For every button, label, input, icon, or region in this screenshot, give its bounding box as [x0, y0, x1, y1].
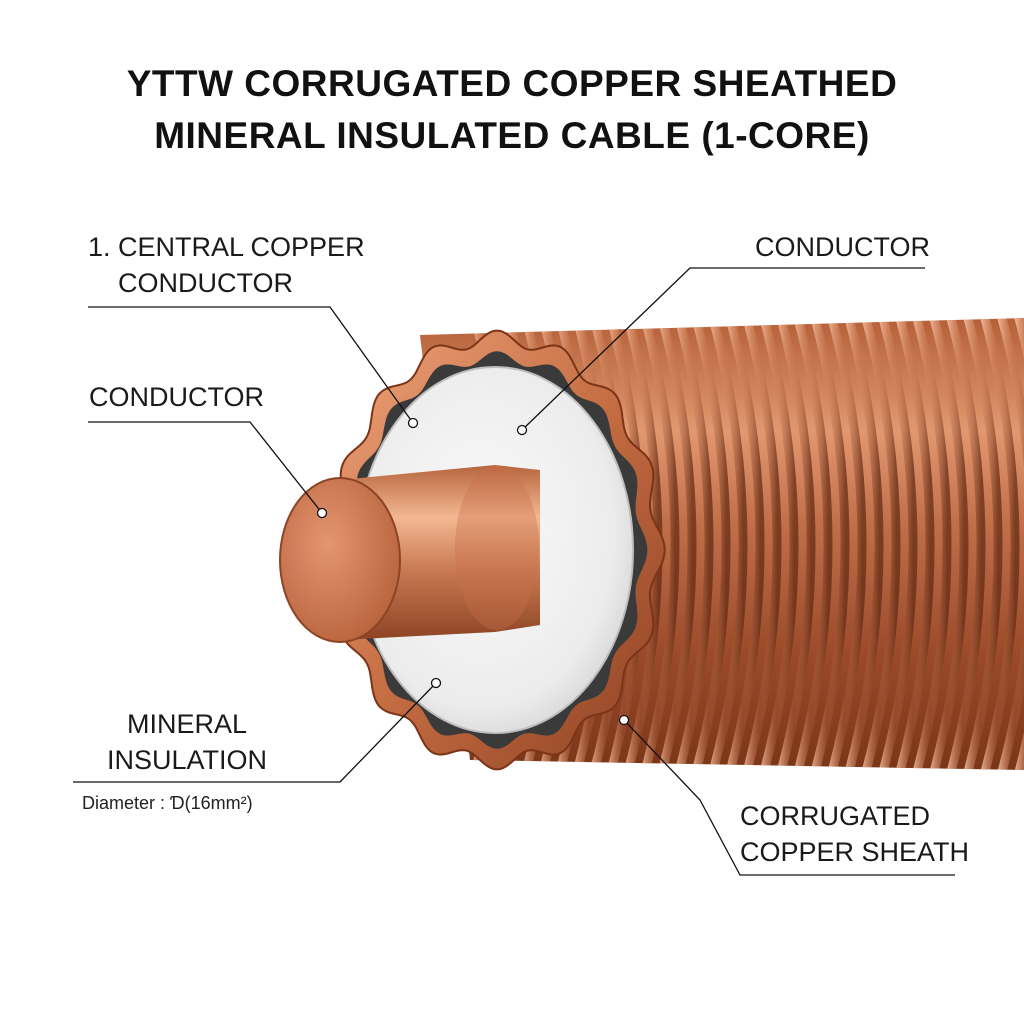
label-sheath-line-2: COPPER SHEATH [740, 837, 970, 867]
label-central-copper-conductor: 1. CENTRAL COPPER CONDUCTOR [88, 229, 365, 301]
sheath-rib [754, 318, 799, 770]
sheath-rib [975, 318, 1020, 770]
label-conductor-right: CONDUCTOR [755, 232, 930, 262]
label-mineral-line-2: INSULATION [107, 745, 268, 775]
label-conductor-left: CONDUCTOR [89, 382, 264, 412]
label-central-line-2: CONDUCTOR [118, 268, 293, 298]
sheath-rib [771, 318, 816, 770]
sheath-rib [669, 318, 714, 770]
leader-dots [316, 417, 630, 726]
title-line-2: MINERAL INSULATED CABLE (1-CORE) [154, 115, 870, 156]
sheath-rib [635, 318, 680, 770]
sheath-rib [720, 318, 765, 770]
leader-mineral-insulation [73, 682, 437, 783]
leader-central-conductor [88, 306, 414, 424]
sheath-rib [890, 318, 935, 770]
central-copper-conductor [279, 465, 540, 643]
leader-copper-sheath [623, 719, 955, 876]
sheath-rib [958, 318, 1003, 770]
title-line-1: YTTW CORRUGATED COPPER SHEATHED [126, 63, 898, 104]
label-central-line-1: 1. CENTRAL COPPER [88, 232, 365, 262]
leader-dot-mineral [430, 677, 442, 689]
sheath-rib [652, 318, 697, 770]
sheath-rib [822, 318, 867, 770]
sheath-rib [703, 318, 748, 770]
sheath-rib [686, 318, 731, 770]
diameter-note: Diameter : Ɗ(16mm²) [82, 793, 253, 813]
leader-dot-sheath [618, 714, 630, 726]
leader-dot-central [407, 417, 419, 429]
leader-lines [73, 267, 955, 876]
sheath-rib [992, 318, 1024, 770]
sheath-rib [924, 318, 969, 770]
leader-dot-conductor-left [316, 507, 328, 519]
sheath-rib [839, 318, 884, 770]
label-corrugated-copper-sheath: CORRUGATED COPPER SHEATH [740, 798, 969, 870]
label-mineral-line-1: MINERAL [127, 709, 248, 739]
leader-conductor-left [88, 421, 323, 514]
sheath-rib [856, 318, 901, 770]
conductor-end-face [279, 477, 401, 643]
label-mineral-insulation: MINERAL INSULATION [107, 706, 267, 778]
sheath-rib [941, 318, 986, 770]
leader-conductor-right [521, 267, 925, 431]
sheath-rib [907, 318, 952, 770]
leader-dot-conductor-right [516, 424, 528, 436]
label-sheath-line-1: CORRUGATED [740, 801, 931, 831]
diagram-title: YTTW CORRUGATED COPPER SHEATHED MINERAL … [0, 58, 1024, 162]
sheath-rib [788, 318, 833, 770]
sheath-rib [805, 318, 850, 770]
sheath-rib [873, 318, 918, 770]
sheath-rib [737, 318, 782, 770]
